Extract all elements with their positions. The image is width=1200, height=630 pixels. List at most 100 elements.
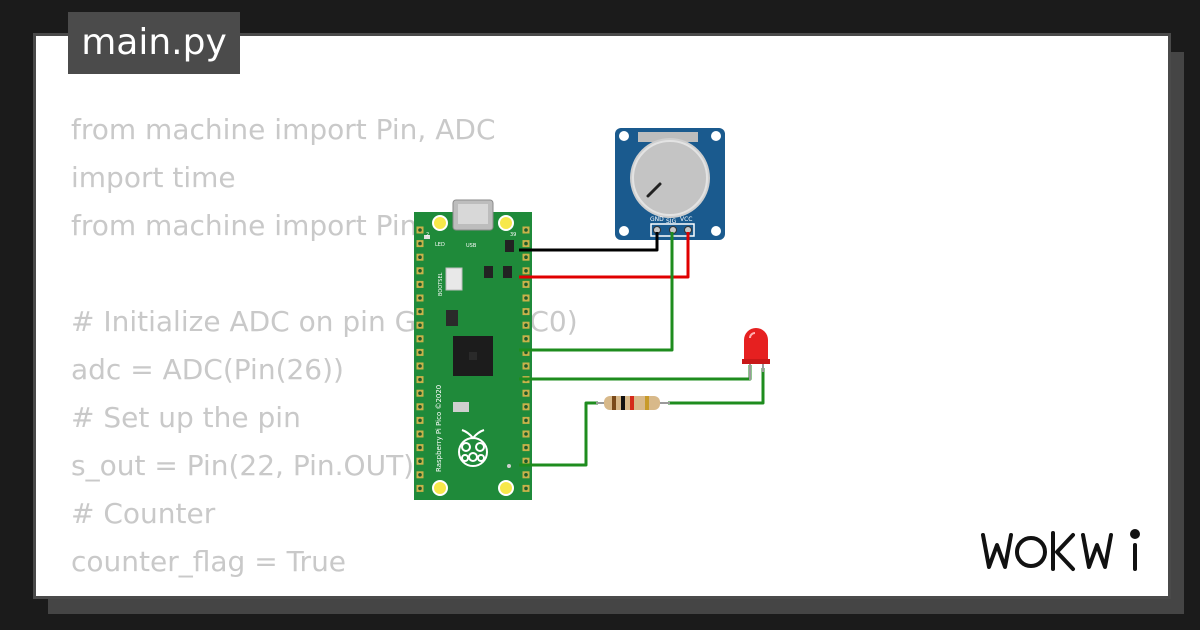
gpio-pin-hole — [524, 445, 528, 450]
bootsel-label: BOOTSEL — [438, 272, 444, 296]
gpio-pin-hole — [524, 432, 528, 436]
pin-header-left[interactable] — [416, 226, 424, 492]
mount-hole — [432, 480, 448, 496]
gpio-pin-hole — [418, 309, 422, 314]
led-highlight — [749, 332, 756, 339]
gpio-pin-hole — [524, 473, 528, 477]
gpio-pin-hole — [418, 296, 422, 300]
led-label: LED — [435, 242, 445, 248]
gpio-pin-hole — [418, 473, 422, 477]
gpio-pin-hole — [524, 323, 528, 328]
gpio-pin-hole — [524, 391, 528, 396]
pin-number-1: 2 — [426, 232, 429, 238]
code-line: adc = ADC(Pin(26)) — [71, 353, 344, 386]
smd-component — [505, 240, 514, 252]
pot-knob[interactable] — [632, 140, 708, 216]
code-line: import time — [71, 161, 236, 194]
pot-hole — [711, 226, 721, 236]
gpio-pin-hole — [524, 269, 528, 273]
gpio-pin-hole — [418, 459, 422, 464]
pot-pin-vcc-label: VCC — [680, 216, 692, 223]
gpio-pin-hole — [524, 241, 528, 246]
led-body — [744, 328, 768, 362]
gpio-pin-hole — [524, 282, 528, 287]
chip-logo — [469, 352, 477, 360]
gpio-pin-hole — [418, 241, 422, 246]
resistor-band — [645, 396, 649, 410]
code-line: counter = 0 — [71, 586, 578, 596]
gpio-pin-hole — [418, 282, 422, 287]
wire-resistor[interactable] — [519, 401, 598, 467]
wire-led-anode[interactable] — [519, 365, 752, 381]
code-line: from machine import Pin — [71, 209, 418, 242]
pot-knob-indicator — [646, 182, 662, 198]
mount-hole — [498, 480, 514, 496]
gpio-pin-hole — [524, 405, 528, 409]
gpio-pin-hole — [524, 309, 528, 314]
crystal — [446, 310, 458, 326]
flash-chip — [453, 402, 469, 412]
code-line: # Set up the pin — [71, 401, 301, 434]
pot-hole — [619, 131, 629, 141]
file-tab[interactable]: main.py — [68, 12, 240, 74]
usb-connector-inner — [458, 204, 488, 224]
wire-led-cathode[interactable] — [668, 368, 765, 405]
mount-hole — [498, 215, 514, 231]
gpio-pin-hole — [418, 255, 422, 259]
code-line: s_out = Pin(22, Pin.OUT) — [71, 449, 415, 482]
gpio-pin-hole — [418, 405, 422, 409]
pot-pin-gnd-label: GND — [650, 216, 664, 223]
led[interactable] — [742, 328, 770, 380]
gpio-pin-hole — [418, 337, 422, 341]
code-preview: from machine import Pin, ADC import time… — [71, 106, 578, 596]
smd-component — [503, 266, 512, 278]
gpio-pin-hole — [418, 350, 422, 355]
resistor-band — [621, 396, 625, 410]
test-pad — [507, 464, 511, 468]
gpio-pin-hole — [524, 486, 528, 491]
gpio-pin-hole — [418, 486, 422, 491]
resistor-band — [630, 396, 634, 410]
pin-number-39: 39 — [510, 232, 516, 238]
code-line: # Counter — [71, 497, 216, 530]
wire-vcc[interactable] — [519, 232, 690, 279]
board-name-label: Raspberry Pi Pico ©2020 — [435, 385, 443, 472]
usb-label: USB — [466, 243, 477, 249]
pot-hole — [619, 226, 629, 236]
gpio-pin-hole — [418, 445, 422, 450]
gpio-pin-hole — [418, 418, 422, 423]
gpio-pin-hole — [418, 228, 422, 232]
gpio-pin-hole — [418, 377, 422, 382]
onboard-led — [424, 235, 430, 239]
project-card[interactable]: from machine import Pin, ADC import time… — [33, 33, 1171, 599]
smd-component — [484, 266, 493, 278]
raspberry-logo-icon — [458, 429, 488, 467]
code-line: counter_flag = True — [71, 545, 347, 578]
pin-header-right[interactable] — [522, 226, 530, 492]
gpio-pin-hole — [524, 337, 528, 341]
gpio-pin-hole — [418, 364, 422, 368]
gpio-pin-hole — [418, 323, 422, 328]
mount-hole — [432, 215, 448, 231]
gpio-pin-hole — [524, 296, 528, 300]
gpio-pin-hole — [524, 255, 528, 259]
wire-gnd[interactable] — [519, 232, 659, 252]
gpio-pin-hole — [524, 364, 528, 368]
gpio-pin-hole — [524, 228, 528, 232]
pot-pin-sig-label: SIG — [666, 218, 677, 225]
bootsel-button[interactable] — [445, 267, 463, 291]
led-rim — [742, 359, 770, 364]
resistor[interactable] — [596, 396, 670, 410]
resistor-band — [612, 396, 616, 410]
gpio-pin-hole — [418, 391, 422, 396]
code-line: from machine import Pin, ADC — [71, 113, 496, 146]
wokwi-logo — [981, 529, 1140, 571]
gpio-pin-hole — [418, 269, 422, 273]
pico-board[interactable]: LED USB 2 39 BOOTSEL Raspberry Pi Pico ©… — [414, 199, 532, 500]
gpio-pin-hole — [524, 418, 528, 423]
pot-housing — [638, 132, 698, 142]
potentiometer[interactable]: GND SIG VCC — [615, 128, 725, 240]
gpio-pin-hole — [524, 459, 528, 464]
wire-signal[interactable] — [519, 232, 674, 352]
